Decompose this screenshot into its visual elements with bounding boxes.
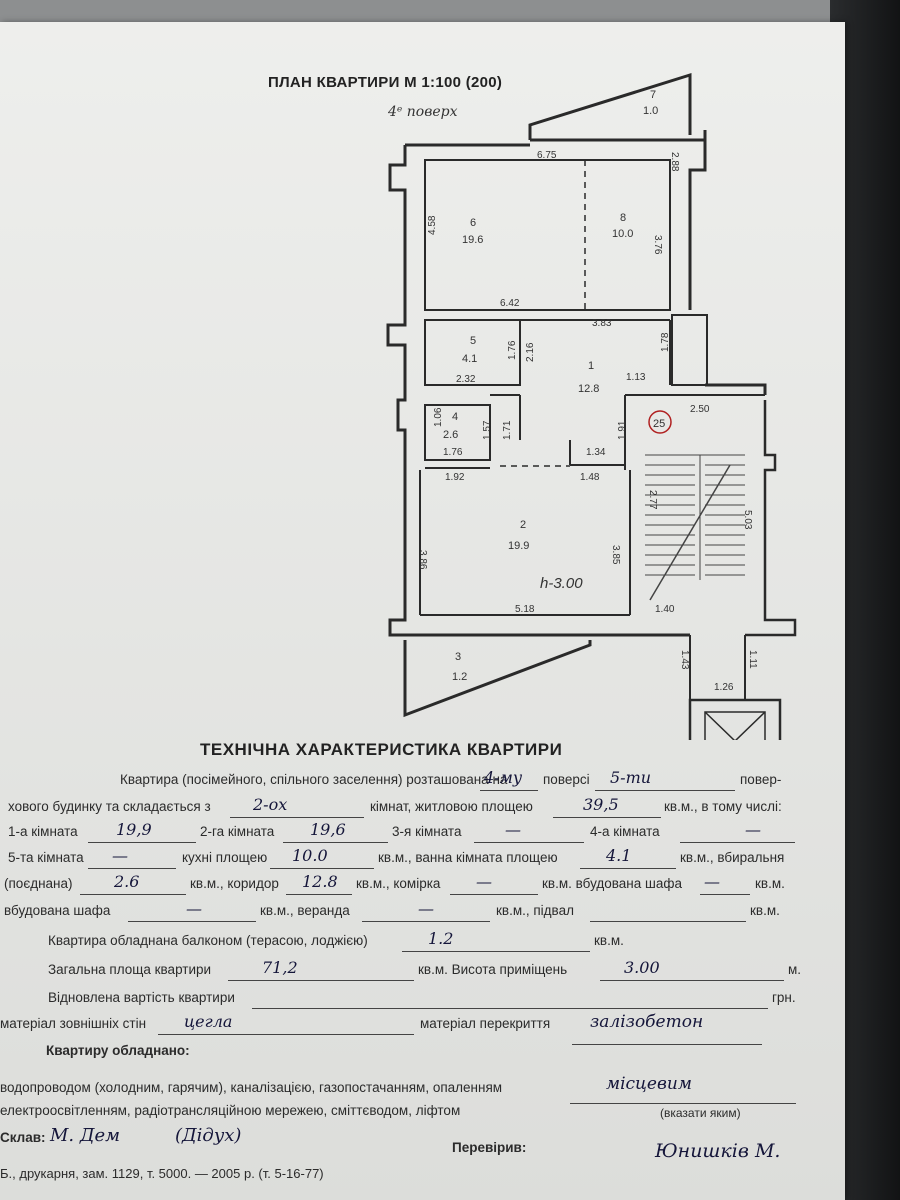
room-6-area: 19.6: [462, 234, 483, 246]
dim-label: 3.76: [652, 235, 663, 255]
room-5-num: 5: [470, 335, 476, 347]
dim-label: 1.26: [714, 682, 734, 693]
floor-value: 4-му: [484, 768, 523, 787]
dim-label: 1.71: [502, 420, 513, 440]
room-5-area: 4.1: [462, 353, 477, 365]
room5-value: —: [112, 846, 128, 865]
ceiling-height-value: 3.00: [624, 958, 660, 977]
rooms-count-value: 2-ох: [253, 795, 288, 814]
dim-label: 2.32: [456, 374, 476, 385]
floor-note: 4ᵉ поверх: [388, 104, 458, 120]
dim-label: 1.92: [445, 472, 465, 483]
room-2-num: 2: [520, 519, 526, 531]
dim-label: 3.83: [592, 318, 612, 329]
kitchen-value: 10.0: [292, 846, 328, 865]
room1-value: 19,9: [116, 820, 152, 839]
dim-label: 1.06: [433, 407, 444, 427]
room-6-num: 6: [470, 217, 476, 229]
room-1-area: 12.8: [578, 383, 599, 395]
compiled-by-signature: М. Дем: [50, 1125, 121, 1146]
room-4-area: 2.6: [443, 429, 458, 441]
stamp-number: 25: [653, 418, 665, 430]
dim-label: 1.76: [507, 340, 518, 360]
room-2-area: 19.9: [508, 540, 529, 552]
room-3-area: 1.2: [452, 671, 467, 683]
dim-label: 1.34: [586, 447, 606, 458]
height-note: h-3.00: [540, 575, 583, 592]
wc-value: 2.6: [114, 872, 140, 891]
dim-label: 5.03: [742, 510, 753, 530]
room4-value: —: [745, 820, 761, 839]
dim-label: 3.85: [610, 545, 621, 565]
room-7-num: 7: [650, 89, 656, 101]
dim-label: 1.91: [617, 420, 628, 440]
staircase: [645, 454, 745, 601]
room2-value: 19,6: [310, 820, 346, 839]
storage-value: —: [476, 872, 492, 891]
floor-material-value: залізобетон: [590, 1012, 704, 1032]
dim-label: 2.50: [690, 404, 710, 415]
room-4-num: 4: [452, 411, 458, 423]
room-8-num: 8: [620, 212, 626, 224]
veranda-value: —: [418, 899, 434, 918]
stamp-circle: [648, 410, 672, 434]
dim-label: 1.48: [580, 472, 600, 483]
dim-label: 4.58: [427, 215, 438, 235]
floor-plan: 25 1 12.8 2 19.9 3 1.2 4 2.6 5 4.1 6 19.…: [386, 72, 797, 740]
plan-title: ПЛАН КВАРТИРИ М 1:100 (200): [268, 74, 503, 91]
room3-value: —: [505, 820, 521, 839]
dim-label: 1.13: [626, 372, 646, 383]
room-1-num: 1: [588, 360, 594, 372]
dim-label: 6.42: [500, 298, 520, 309]
tech-title: ТЕХНІЧНА ХАРАКТЕРИСТИКА КВАРТИРИ: [200, 740, 563, 759]
wall-material-value: цегла: [184, 1012, 233, 1031]
dim-label: 1.43: [679, 650, 690, 670]
dim-label: 1.40: [655, 604, 675, 615]
dim-label: 2.88: [669, 152, 680, 172]
dim-label: 1.78: [660, 332, 671, 352]
floors-total-value: 5-ти: [610, 768, 652, 787]
document-sheet: [0, 22, 845, 1200]
wardrobe2-value: —: [186, 899, 202, 918]
lift-shaft: [688, 698, 782, 740]
dim-label: 2.16: [525, 342, 536, 362]
balcony-value: 1.2: [428, 929, 454, 948]
room-3-num: 3: [455, 651, 461, 663]
dim-label: 1.11: [747, 650, 758, 669]
dim-label: 6.75: [537, 150, 557, 161]
compiled-by-name: (Дідух): [175, 1125, 242, 1146]
specify-note: (вказати яким): [660, 1106, 741, 1120]
dim-label: 3.86: [417, 550, 428, 570]
total-area-value: 71,2: [262, 958, 298, 977]
bathroom-value: 4.1: [606, 846, 632, 865]
dim-label: 2.77: [647, 490, 658, 510]
living-area-value: 39,5: [583, 795, 619, 814]
heating-value: місцевим: [606, 1074, 692, 1094]
checked-by-name: Юнишків М.: [655, 1140, 781, 1162]
room-8-area: 10.0: [612, 228, 633, 240]
dim-label: 5.18: [515, 604, 535, 615]
dim-label: 1.76: [443, 447, 463, 458]
corridor-value: 12.8: [302, 872, 338, 891]
dim-label: 1.57: [482, 420, 493, 440]
walls: [386, 72, 797, 718]
room-7-area: 1.0: [643, 105, 658, 117]
wardrobe-value: —: [704, 872, 720, 891]
